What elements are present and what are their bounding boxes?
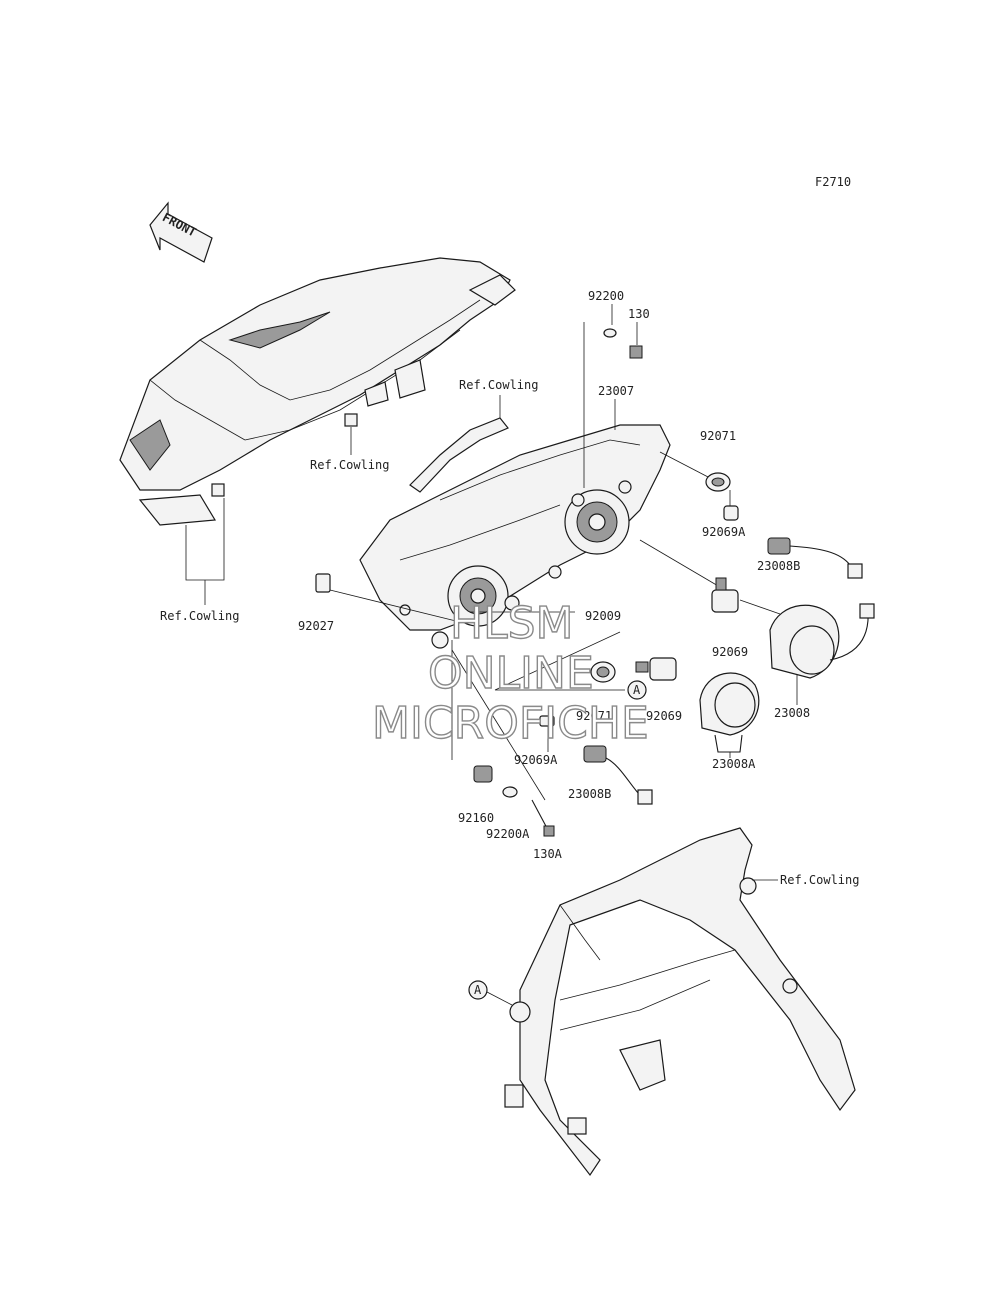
socket-23008B-top [767, 537, 863, 579]
front-arrow-icon: FRONT [149, 201, 213, 263]
label-92200: 92200 [588, 289, 624, 303]
watermark-line-3: MICROFICHE [372, 698, 649, 749]
bulb-92069-low [635, 657, 677, 681]
watermark-line-2: ONLINE [428, 648, 594, 699]
label-92027: 92027 [298, 619, 334, 633]
cover-23008A [699, 672, 760, 753]
headlight-housing-part [359, 424, 671, 649]
label-92071-low: 92071 [576, 709, 612, 723]
ref-cowling-label-left: Ref.Cowling [160, 609, 239, 623]
socket-23008B-low [583, 745, 653, 805]
label-130A: 130A [533, 847, 563, 861]
figure-code: F2710 [815, 175, 851, 189]
cover-23008 [769, 603, 875, 679]
watermark-line-1: HLSM [450, 598, 574, 649]
label-92069-low: 92069 [646, 709, 682, 723]
label-23008B-top: 23008B [757, 559, 800, 573]
headlight-stay-frame [504, 827, 856, 1177]
label-23008: 23008 [774, 706, 810, 720]
inner-fairing-part [119, 257, 516, 526]
label-23008A: 23008A [712, 757, 756, 771]
ref-cowling-label-top: Ref.Cowling [459, 378, 538, 392]
label-92069A-low: 92069A [514, 753, 558, 767]
watermark: HLSM ONLINE MICROFICHE [371, 597, 649, 749]
label-92009: 92009 [585, 609, 621, 623]
label-92200A: 92200A [486, 827, 530, 841]
ref-cowling-label-frame: Ref.Cowling [780, 873, 859, 887]
ref-cowling-label-mid: Ref.Cowling [310, 458, 389, 472]
label-23007: 23007 [598, 384, 634, 398]
label-130: 130 [628, 307, 650, 321]
bolt-130A [531, 799, 555, 837]
bulb-92069-top [711, 577, 739, 613]
label-23008B-low: 23008B [568, 787, 611, 801]
label-92160: 92160 [458, 811, 494, 825]
label-92069-top: 92069 [712, 645, 748, 659]
callout-a-upper: A [633, 683, 641, 697]
label-92069A-top: 92069A [702, 525, 746, 539]
label-92071: 92071 [700, 429, 736, 443]
callout-a-lower: A [474, 983, 482, 997]
